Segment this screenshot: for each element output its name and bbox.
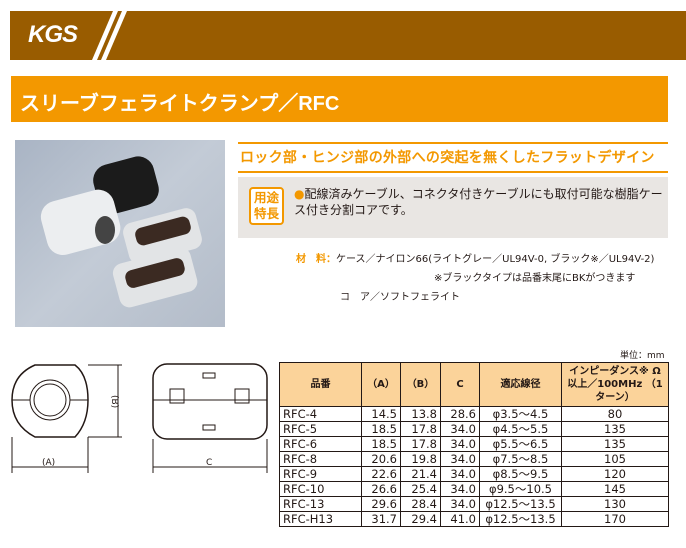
usage-text: ●配線済みケーブル、コネクタ付きケーブルにも取付可能な樹脂ケース付き分割コアです… — [294, 186, 664, 218]
col-b: （B） — [400, 362, 441, 407]
cell-dim-b: 17.8 — [400, 421, 441, 437]
heading-rule-bottom — [238, 171, 668, 173]
cell-dim-c: 34.0 — [440, 481, 480, 497]
cell-dim-a: 14.5 — [361, 406, 401, 422]
product-title: スリーブフェライトクランプ／RFC — [11, 76, 668, 122]
badge-line1: 用途 — [253, 190, 279, 205]
cell-dim-a: 31.7 — [361, 511, 401, 527]
cell-impedance: 120 — [561, 466, 669, 482]
table-header-row: 品番 （A） （B） C 適応線径 インピーダンス※ Ω以上／100MHz （1… — [279, 362, 669, 407]
cell-wire-diameter: φ5.5〜6.5 — [479, 436, 562, 452]
cell-wire-diameter: φ12.5〜13.5 — [479, 511, 562, 527]
cell-part-number: RFC-4 — [279, 406, 362, 422]
cell-wire-diameter: φ7.5〜8.5 — [479, 451, 562, 467]
badge-line2: 特長 — [253, 206, 279, 221]
cell-impedance: 105 — [561, 451, 669, 467]
cell-dim-c: 34.0 — [440, 421, 480, 437]
materials-core: コ ア／ソフトフェライト — [340, 292, 460, 303]
materials-case: 材 料：ケース／ナイロン66(ライトグレー／UL94V-0, ブラック※／UL9… — [296, 250, 654, 265]
materials-label: 材 料： — [296, 254, 336, 265]
cell-part-number: RFC-5 — [279, 421, 362, 437]
cell-dim-a: 18.5 — [361, 421, 401, 437]
cell-part-number: RFC-8 — [279, 451, 362, 467]
label-b: (B) — [109, 395, 119, 408]
cell-dim-a: 29.6 — [361, 496, 401, 512]
col-c: C — [440, 362, 480, 407]
cell-part-number: RFC-H13 — [279, 511, 362, 527]
case-material: ケース／ナイロン66(ライトグレー／UL94V-0, ブラック※／UL94V-2… — [336, 254, 655, 265]
label-c: C — [206, 458, 212, 468]
cell-dim-b: 25.4 — [400, 481, 441, 497]
cell-wire-diameter: φ3.5〜4.5 — [479, 406, 562, 422]
cell-impedance: 135 — [561, 436, 669, 452]
cell-part-number: RFC-9 — [279, 466, 362, 482]
label-a: (A) — [42, 458, 55, 468]
cell-dim-b: 21.4 — [400, 466, 441, 482]
kgs-logo: KGS — [28, 21, 78, 48]
cell-wire-diameter: φ9.5〜10.5 — [479, 481, 562, 497]
product-photo — [15, 140, 225, 327]
cell-impedance: 80 — [561, 406, 669, 422]
cell-dim-b: 13.8 — [400, 406, 441, 422]
cell-wire-diameter: φ4.5〜5.5 — [479, 421, 562, 437]
cell-part-number: RFC-10 — [279, 481, 362, 497]
cell-dim-a: 26.6 — [361, 481, 401, 497]
dimension-drawing: (A) (B) C — [11, 363, 268, 473]
cell-impedance: 130 — [561, 496, 669, 512]
heading-rule-top — [238, 142, 668, 144]
cell-wire-diameter: φ8.5〜9.5 — [479, 466, 562, 482]
stripe-decoration — [92, 11, 127, 60]
cell-dim-b: 19.8 — [400, 451, 441, 467]
bullet-icon: ● — [294, 187, 305, 201]
cell-dim-c: 34.0 — [440, 496, 480, 512]
cell-dim-c: 34.0 — [440, 451, 480, 467]
spec-table: 品番 （A） （B） C 適応線径 インピーダンス※ Ω以上／100MHz （1… — [279, 362, 669, 527]
unit-label: 単位：mm — [620, 351, 665, 361]
cell-part-number: RFC-13 — [279, 496, 362, 512]
cell-dim-a: 22.6 — [361, 466, 401, 482]
col-wire-diameter: 適応線径 — [479, 362, 562, 407]
usage-badge: 用途特長 — [249, 187, 284, 225]
col-a: （A） — [361, 362, 401, 407]
cell-dim-a: 20.6 — [361, 451, 401, 467]
col-part-number: 品番 — [279, 362, 362, 407]
cell-impedance: 145 — [561, 481, 669, 497]
usage-description: 配線済みケーブル、コネクタ付きケーブルにも取付可能な樹脂ケース付き分割コアです。 — [294, 187, 663, 217]
cell-wire-diameter: φ12.5〜13.5 — [479, 496, 562, 512]
brand-header-bar: KGS — [10, 11, 686, 60]
cell-impedance: 170 — [561, 511, 669, 527]
cell-dim-b: 28.4 — [400, 496, 441, 512]
materials-note: ※ブラックタイプは品番末尾にBKがつきます — [434, 273, 636, 284]
cell-dim-b: 17.8 — [400, 436, 441, 452]
cell-impedance: 135 — [561, 421, 669, 437]
usage-box: 用途特長 ●配線済みケーブル、コネクタ付きケーブルにも取付可能な樹脂ケース付き分… — [238, 177, 668, 238]
col-impedance: インピーダンス※ Ω以上／100MHz （1ターン） — [561, 362, 669, 407]
cell-dim-c: 41.0 — [440, 511, 480, 527]
cell-dim-c: 28.6 — [440, 406, 480, 422]
cell-dim-b: 29.4 — [400, 511, 441, 527]
feature-heading: ロック部・ヒンジ部の外部への突起を無くしたフラットデザイン — [240, 150, 655, 166]
cell-dim-c: 34.0 — [440, 466, 480, 482]
cell-part-number: RFC-6 — [279, 436, 362, 452]
cell-dim-c: 34.0 — [440, 436, 480, 452]
cell-dim-a: 18.5 — [361, 436, 401, 452]
